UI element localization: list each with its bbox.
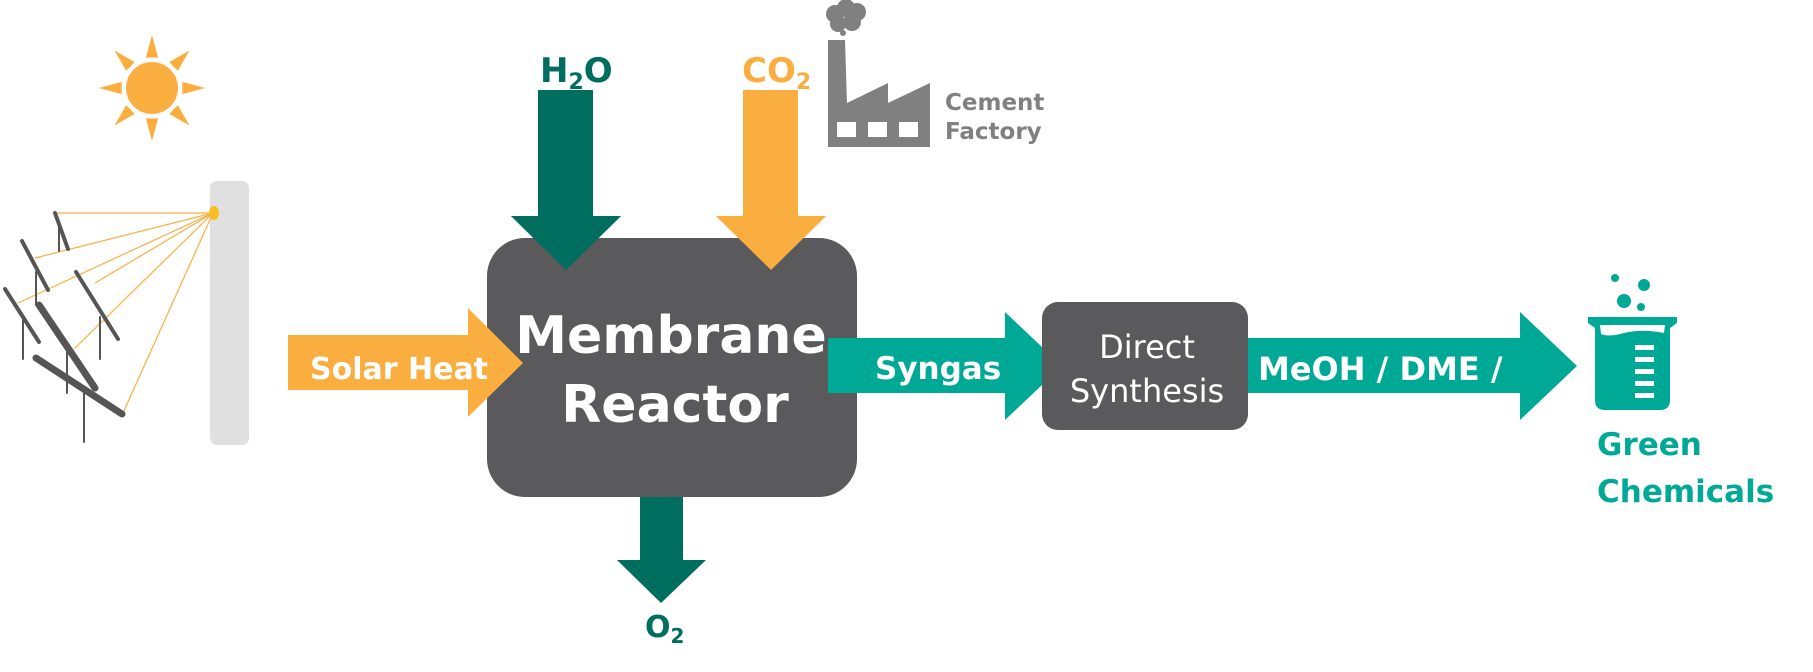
syngas-label: Syngas (875, 351, 1001, 387)
beaker-icon (1588, 274, 1677, 410)
oxygen-label: O2 (645, 610, 684, 648)
oxygen-output-arrow (617, 497, 706, 603)
water-label-main: H (540, 51, 568, 91)
water-arrow-head (511, 216, 621, 270)
sun-icon (99, 35, 205, 141)
co2-label-subscript: 2 (796, 70, 811, 95)
sun-ray (114, 105, 135, 126)
solar-heat-arrow (288, 308, 523, 417)
cement-factory-label-line1: Cement (945, 90, 1044, 116)
direct-synthesis-box (1042, 302, 1248, 430)
sun-ray (145, 118, 159, 141)
membrane-reactor-box (487, 238, 857, 497)
sun-ray (114, 50, 135, 71)
reflected-rays (17, 212, 214, 414)
co2-label: CO2 (742, 51, 811, 95)
products-arrow (1230, 312, 1577, 420)
solar-heat-label: Solar Heat (310, 352, 488, 387)
co2-arrow-head (716, 216, 826, 270)
reactor-label-line2: Reactor (561, 375, 789, 435)
sun-ray (99, 81, 122, 95)
green-chemicals-label-line1: Green (1597, 427, 1702, 463)
receiver-icon (209, 206, 219, 220)
sun-core (126, 62, 178, 114)
water-label-tail: O (584, 51, 613, 91)
oxygen-label-main: O (645, 610, 671, 645)
smoke-icon (826, 0, 866, 36)
solar-tower (210, 181, 249, 445)
water-label: H2O (540, 51, 613, 95)
factory-icon (826, 0, 930, 147)
co2-label-main: CO (742, 51, 796, 91)
oxygen-label-subscript: 2 (671, 624, 685, 648)
syngas-arrow (828, 312, 1062, 420)
sun-ray (169, 50, 190, 71)
products-label: MeOH / DME / (1258, 350, 1503, 388)
sun-ray (169, 105, 190, 126)
sun-ray (182, 81, 205, 95)
green-chemicals-label-line2: Chemicals (1597, 474, 1774, 510)
reactor-label-line1: Membrane (515, 306, 826, 366)
water-label-subscript: 2 (568, 70, 583, 95)
synthesis-label-line2: Synthesis (1070, 372, 1224, 410)
synthesis-label-line1: Direct (1099, 328, 1195, 366)
sun-ray (145, 35, 159, 58)
cement-factory-label-line2: Factory (945, 119, 1042, 145)
heliostat-field-icon (3, 211, 126, 443)
